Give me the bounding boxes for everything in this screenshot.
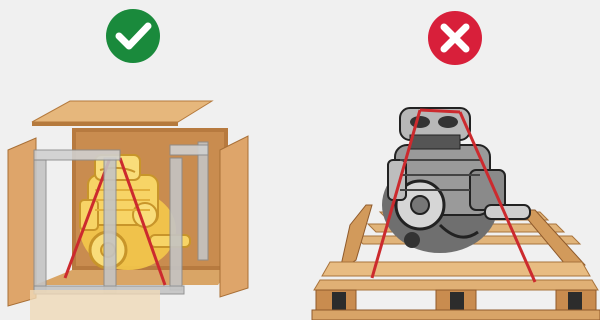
correct-badge bbox=[106, 9, 160, 63]
incorrect-badge bbox=[428, 11, 482, 65]
crate-front-panel bbox=[30, 290, 160, 320]
badge-circle bbox=[106, 9, 160, 63]
crate-right-side bbox=[220, 136, 248, 297]
crate-left-side bbox=[8, 138, 36, 306]
